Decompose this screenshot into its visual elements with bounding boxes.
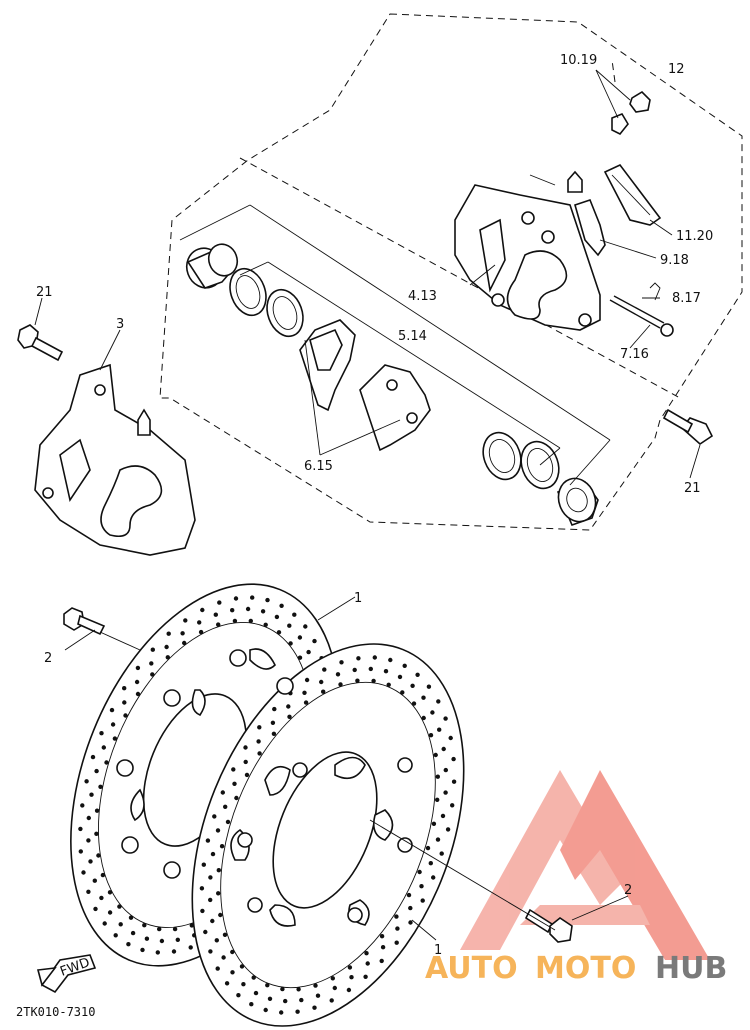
pad-retainer xyxy=(574,199,606,257)
brake-caliper-right xyxy=(454,170,601,331)
brake-disc-front xyxy=(191,643,465,1027)
watermark-logo xyxy=(460,770,710,960)
watermark-brand-hub: HUB xyxy=(655,951,727,986)
forward-direction-arrow xyxy=(36,954,97,994)
piston-bottom xyxy=(556,477,599,527)
seal-top-1 xyxy=(229,267,267,317)
assembly-outline-dashed xyxy=(159,13,743,531)
watermark-brand-auto: AUTO xyxy=(425,951,518,986)
label-8-17: 8.17 xyxy=(672,291,701,306)
label-2-right: 2 xyxy=(624,883,632,898)
label-11-20: 11.20 xyxy=(676,229,713,244)
seal-bottom-1 xyxy=(482,431,522,481)
bolt-2-left xyxy=(63,607,106,636)
leader-12 xyxy=(611,59,616,83)
rear-disc-carrier-bolts xyxy=(116,648,294,879)
label-1-bottom: 1 xyxy=(434,943,442,958)
pad-pin xyxy=(609,282,674,337)
bolt-21-right xyxy=(662,408,714,446)
brake-caliper-left xyxy=(34,363,196,556)
label-3: 3 xyxy=(116,317,124,332)
seal-top-2 xyxy=(266,288,304,338)
label-9-18: 9.18 xyxy=(660,253,689,268)
label-12: 12 xyxy=(668,62,685,77)
label-1-top: 1 xyxy=(354,591,362,606)
pad-spring xyxy=(603,164,662,226)
label-5-14: 5.14 xyxy=(398,329,427,344)
label-21-left: 21 xyxy=(36,285,53,300)
label-2-left: 2 xyxy=(44,651,52,666)
bleeder-screw xyxy=(611,90,651,136)
piston-top xyxy=(185,243,239,289)
label-21-right: 21 xyxy=(684,481,701,496)
label-6-15: 6.15 xyxy=(304,459,333,474)
brake-pad-rear xyxy=(359,364,431,452)
figure-code: 2TK010-7310 xyxy=(16,1005,95,1019)
label-7-16: 7.16 xyxy=(620,347,649,362)
watermark-brand-moto: MOTO xyxy=(535,951,636,986)
brake-pad-front xyxy=(299,319,356,412)
label-4-13: 4.13 xyxy=(408,289,437,304)
label-10-19: 10.19 xyxy=(560,53,597,68)
bolt-21-left xyxy=(17,324,64,362)
leader-lines xyxy=(34,69,701,941)
